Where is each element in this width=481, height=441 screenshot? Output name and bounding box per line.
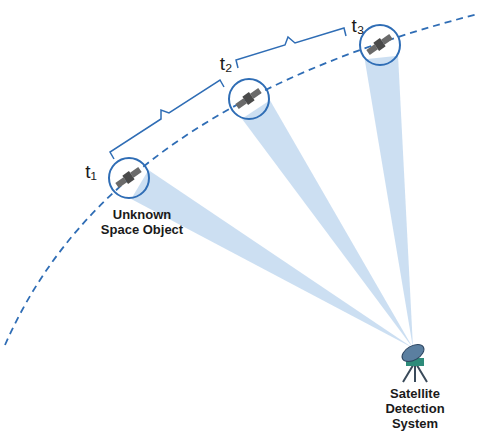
object-label: Satellite Detection System xyxy=(373,386,457,431)
observation-beam xyxy=(365,56,413,348)
observation-beam xyxy=(131,170,413,348)
satellite-icon xyxy=(230,80,267,117)
object-circle: t₂ xyxy=(228,78,270,120)
object-circle: t₁Unknown Space Object xyxy=(108,157,150,199)
satellite-body xyxy=(242,92,254,105)
detection-system: Satellite Detection System xyxy=(365,340,465,435)
time-label: t₃ xyxy=(351,15,364,37)
satellite-body xyxy=(373,38,385,51)
interval-bracket xyxy=(236,28,346,68)
object-circle: t₃ xyxy=(359,24,401,66)
interval-bracket xyxy=(110,80,224,159)
object-label: Unknown Space Object xyxy=(94,207,190,237)
satellite-icon xyxy=(361,26,398,63)
satellite-body xyxy=(122,171,134,184)
radar-icon xyxy=(365,340,465,384)
time-label: t₂ xyxy=(220,53,233,75)
satellite-icon xyxy=(110,159,147,196)
time-label: t₁ xyxy=(85,161,97,183)
dish xyxy=(399,341,427,365)
